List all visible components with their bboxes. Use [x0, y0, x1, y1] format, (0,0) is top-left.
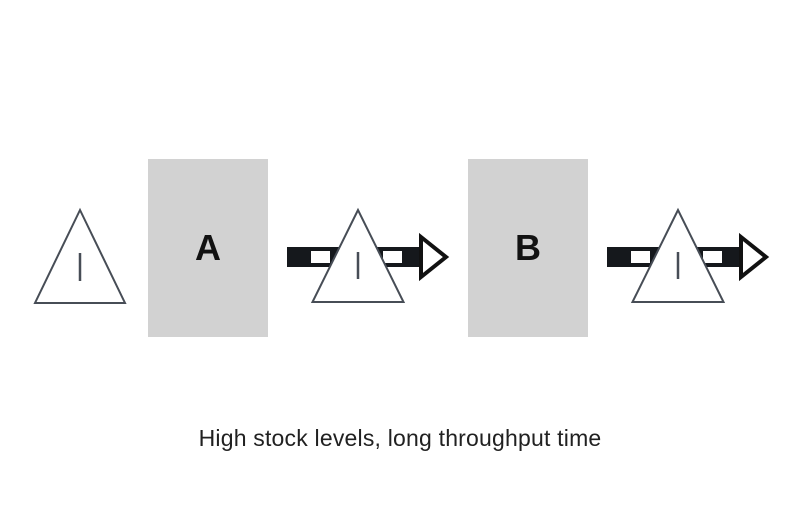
- process-box-b-label: B: [515, 227, 541, 268]
- push-arrow-icon-2: [607, 207, 770, 303]
- push-arrow-head: [419, 232, 450, 282]
- inventory-triangle-icon-1: [33, 207, 127, 304]
- process-box-a: A: [148, 159, 268, 337]
- push-arrow-stripe: [703, 251, 722, 263]
- push-arrow-stripe: [631, 251, 650, 263]
- process-box-a-label: A: [195, 227, 221, 268]
- push-arrow-stripe: [383, 251, 402, 263]
- process-box-b: B: [468, 159, 588, 337]
- diagram-caption: High stock levels, long throughput time: [198, 425, 602, 451]
- push-arrow-icon-1: [287, 207, 450, 303]
- push-arrow-head: [739, 232, 770, 282]
- push-arrow-stripe: [311, 251, 330, 263]
